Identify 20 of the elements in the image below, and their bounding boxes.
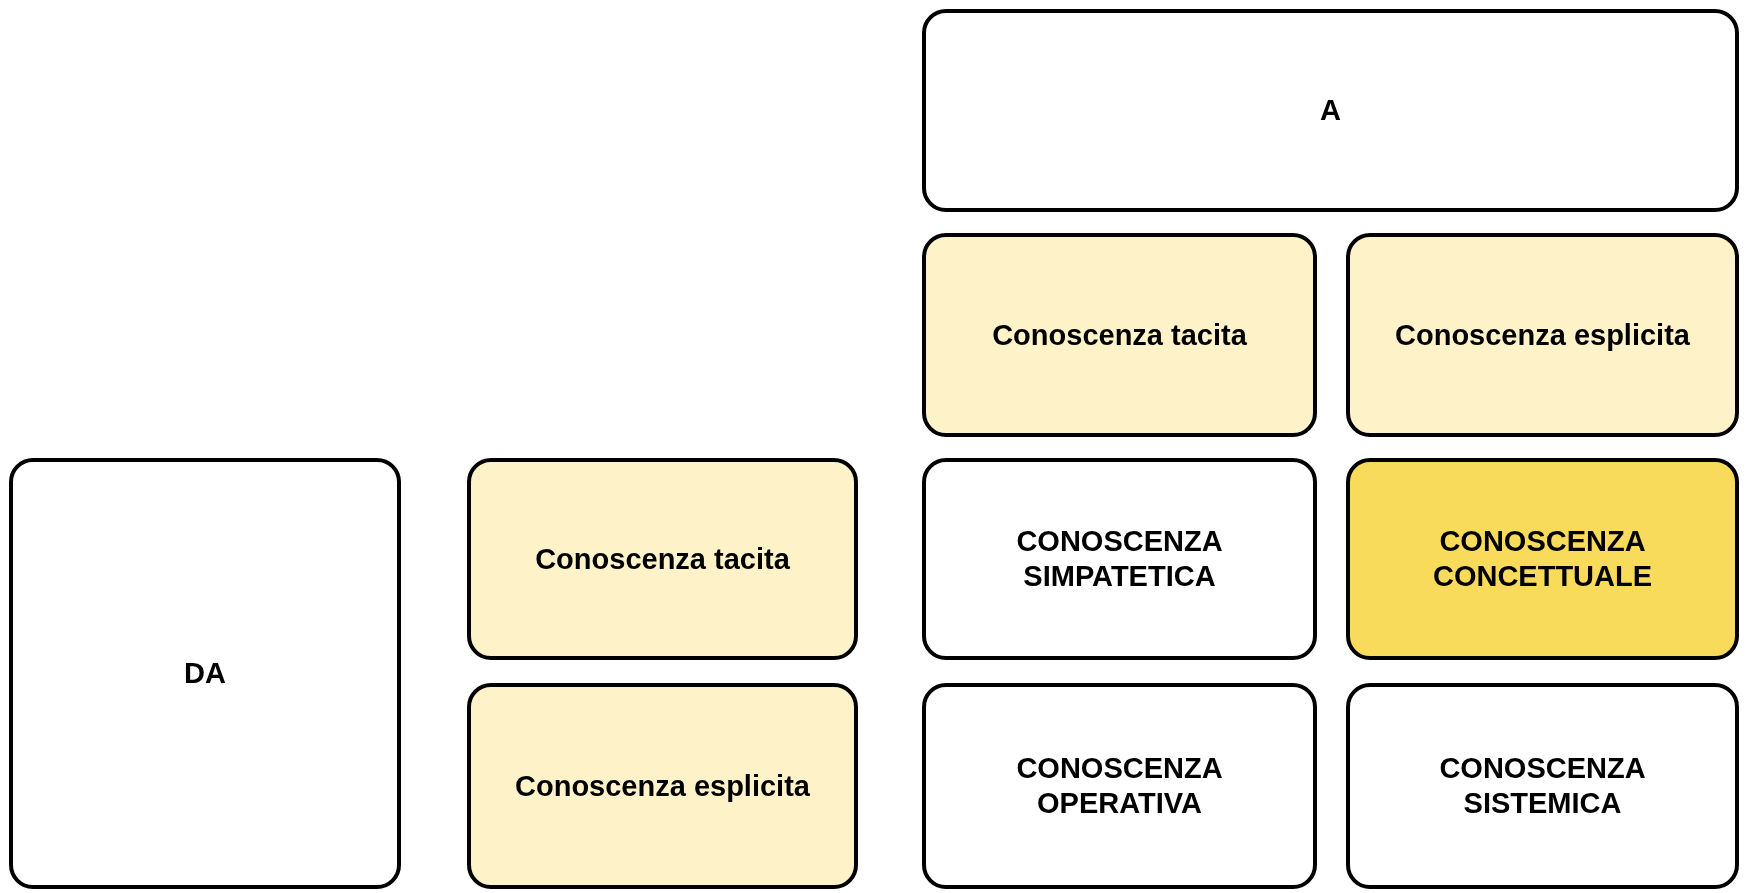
- box-label: CONOSCENZA OPERATIVA: [1015, 751, 1224, 821]
- category-box: [467, 683, 858, 889]
- box-label: CONOSCENZA SIMPATETICA: [1015, 524, 1224, 594]
- box-label: DA: [184, 656, 226, 691]
- header-box: [922, 9, 1739, 212]
- box-label: A: [1320, 93, 1341, 128]
- matrix-box: [922, 458, 1317, 660]
- matrix-box: [1346, 458, 1739, 660]
- box-label: Conoscenza tacita: [992, 317, 1247, 353]
- category-box: [1346, 233, 1739, 437]
- box-label: Conoscenza esplicita: [515, 768, 810, 804]
- matrix-box: [1346, 683, 1739, 889]
- box-label: Conoscenza tacita: [535, 541, 790, 577]
- box-label: CONOSCENZA SISTEMICA: [1438, 751, 1647, 821]
- category-box: [922, 233, 1317, 437]
- header-box: [9, 458, 401, 889]
- category-box: [467, 458, 858, 660]
- matrix-box: [922, 683, 1317, 889]
- box-label: Conoscenza esplicita: [1395, 317, 1690, 353]
- box-label: CONOSCENZA CONCETTUALE: [1431, 524, 1654, 594]
